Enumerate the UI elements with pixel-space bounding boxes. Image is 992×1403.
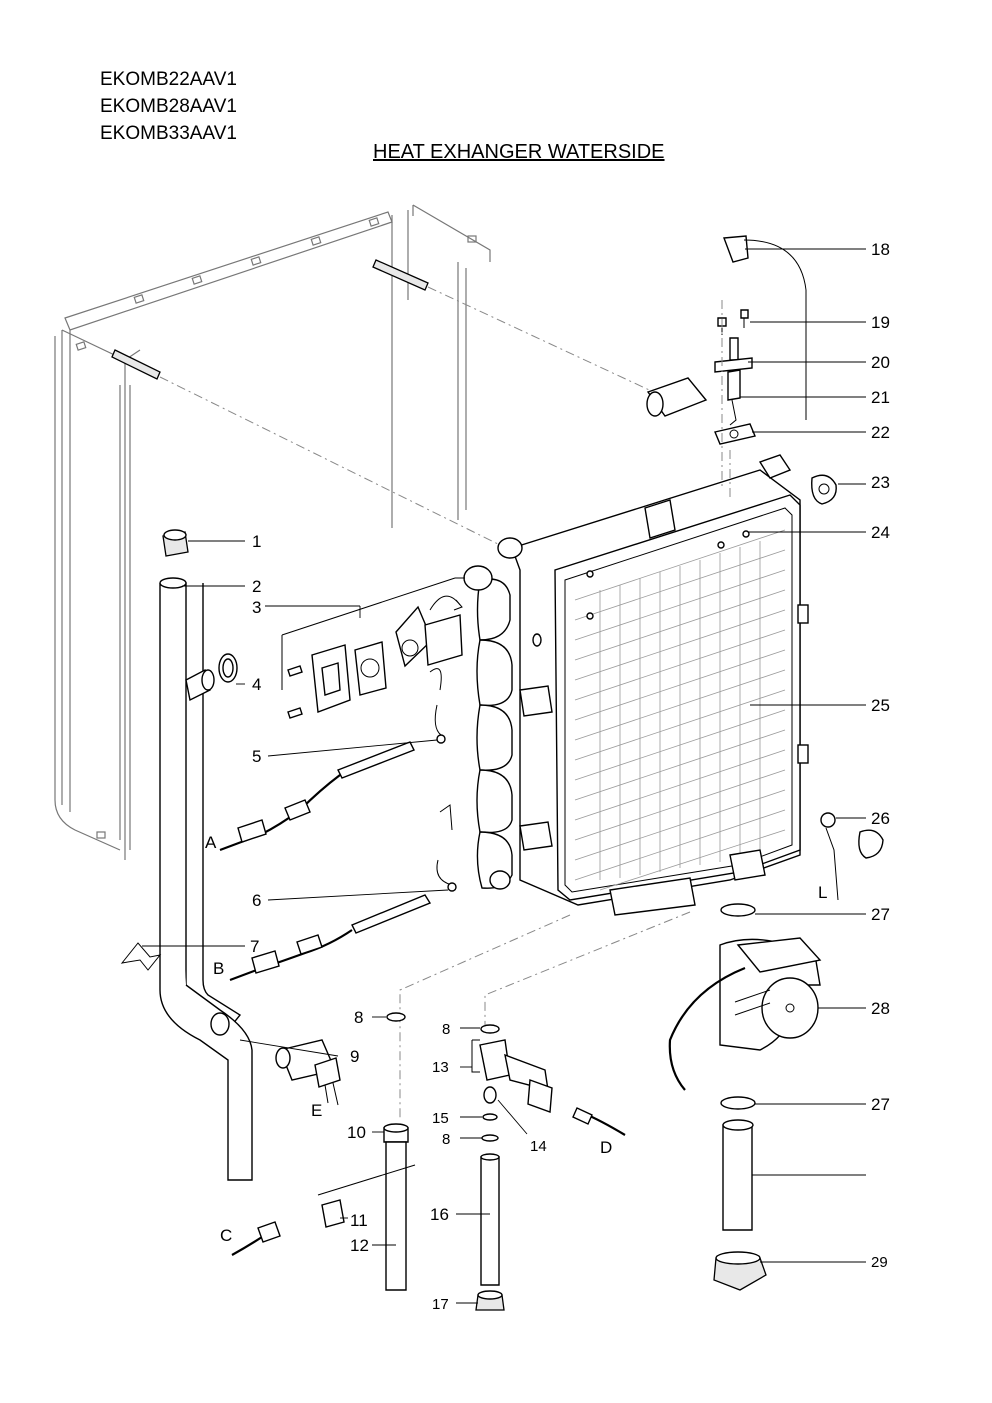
model-code: EKOMB22AAV1 bbox=[100, 69, 237, 90]
ignition-electrode-parts bbox=[646, 235, 884, 901]
callout-25: 25 bbox=[871, 696, 890, 715]
callout-2: 2 bbox=[252, 577, 261, 596]
callout-22: 22 bbox=[871, 423, 890, 442]
flow-pipe-assembly bbox=[159, 529, 253, 1181]
callout-14: 14 bbox=[530, 1138, 547, 1155]
callout-13: 13 bbox=[432, 1059, 449, 1076]
callout-12: 12 bbox=[350, 1236, 369, 1255]
callout-10: 10 bbox=[347, 1123, 366, 1142]
boiler-casing-frame bbox=[54, 204, 661, 860]
circulation-pump-assembly bbox=[668, 903, 822, 1291]
clip-and-pressure-switch bbox=[120, 942, 341, 1106]
tube-return-bends bbox=[463, 537, 553, 890]
connector-label-c: C bbox=[220, 1226, 232, 1245]
model-code: EKOMB28AAV1 bbox=[100, 96, 237, 117]
model-list: EKOMB22AAV1 EKOMB28AAV1 EKOMB33AAV1 bbox=[100, 66, 237, 147]
callout-17: 17 bbox=[432, 1296, 449, 1313]
connector-label-d: D bbox=[600, 1138, 612, 1157]
callout-15: 15 bbox=[432, 1110, 449, 1127]
connector-label-a: A bbox=[205, 833, 217, 852]
sensor-bracket-kit bbox=[281, 577, 465, 719]
callout-21: 21 bbox=[871, 388, 890, 407]
callout-1: 1 bbox=[252, 532, 261, 551]
callout-4: 4 bbox=[252, 675, 261, 694]
callout-27: 27 bbox=[871, 905, 890, 924]
flow-switch-parts bbox=[231, 911, 691, 1311]
callout-27: 27 bbox=[871, 1095, 890, 1114]
callout-23: 23 bbox=[871, 473, 890, 492]
model-code: EKOMB33AAV1 bbox=[100, 123, 237, 144]
callout-19: 19 bbox=[871, 313, 890, 332]
callout-11: 11 bbox=[350, 1211, 368, 1230]
callout-7: 7 bbox=[250, 937, 259, 956]
callout-5: 5 bbox=[252, 747, 261, 766]
callout-labels: 1 2 3 4 5 6 7 8 8 9 13 10 15 8 14 11 12 … bbox=[250, 240, 890, 1313]
callout-24: 24 bbox=[871, 523, 890, 542]
leader-lines bbox=[142, 248, 866, 1304]
callout-18: 18 bbox=[871, 240, 890, 259]
connector-labels: A B C D E L bbox=[205, 833, 827, 1245]
callout-29: 29 bbox=[871, 1254, 888, 1271]
heat-exchanger-body bbox=[463, 454, 809, 916]
temperature-sensors bbox=[219, 668, 457, 982]
callout-16: 16 bbox=[430, 1205, 449, 1224]
callout-8: 8 bbox=[442, 1131, 450, 1148]
callout-3: 3 bbox=[252, 598, 261, 617]
connector-label-b: B bbox=[213, 959, 224, 978]
connector-label-l: L bbox=[818, 883, 827, 902]
callout-26: 26 bbox=[871, 809, 890, 828]
callout-28: 28 bbox=[871, 999, 890, 1018]
callout-20: 20 bbox=[871, 353, 890, 372]
diagram-title: HEAT EXHANGER WATERSIDE bbox=[373, 141, 665, 163]
callout-6: 6 bbox=[252, 891, 261, 910]
callout-9: 9 bbox=[350, 1047, 359, 1066]
callout-8: 8 bbox=[354, 1008, 363, 1027]
callout-8: 8 bbox=[442, 1021, 450, 1038]
connector-label-e: E bbox=[311, 1101, 322, 1120]
